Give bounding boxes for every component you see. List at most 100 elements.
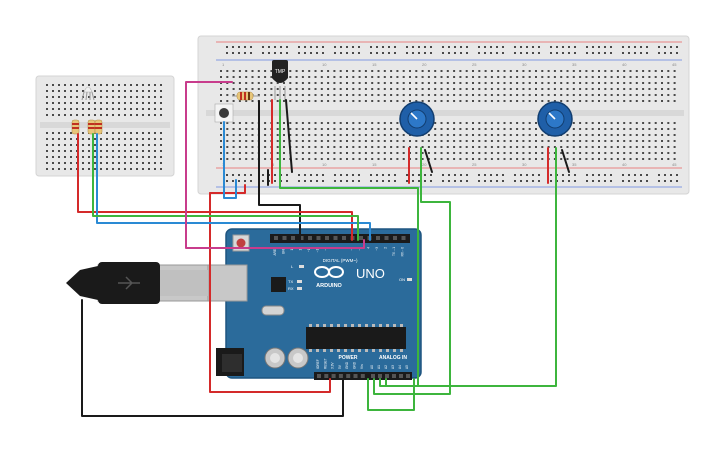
- on-label: ON: [399, 277, 405, 282]
- rail-hole: [286, 46, 288, 48]
- reset-button-icon[interactable]: [232, 234, 250, 252]
- grid-hole: [478, 140, 481, 142]
- grid-hole: [661, 158, 663, 160]
- grid-hole: [572, 140, 575, 142]
- grid-hole: [402, 70, 405, 72]
- small-hole: [136, 90, 138, 92]
- grid-hole: [327, 122, 330, 124]
- grid-hole: [383, 76, 386, 78]
- small-hole: [58, 90, 60, 92]
- grid-hole: [314, 94, 317, 96]
- grid-hole: [283, 82, 285, 84]
- analog-pin-label: A2: [384, 365, 388, 369]
- grid-hole: [220, 94, 222, 96]
- grid-hole: [333, 140, 336, 142]
- usb-plug-icon[interactable]: [66, 262, 209, 304]
- grid-hole: [264, 94, 267, 96]
- small-hole: [142, 168, 144, 170]
- grid-hole: [377, 146, 380, 148]
- grid-hole: [352, 76, 355, 78]
- column-number: 35: [572, 162, 577, 167]
- small-hole: [94, 96, 96, 98]
- grid-hole: [516, 152, 519, 154]
- grid-hole: [314, 76, 317, 78]
- resistor-2[interactable]: [87, 119, 96, 135]
- grid-hole: [257, 88, 260, 90]
- grid-hole: [654, 94, 657, 96]
- grid-hole: [264, 70, 267, 72]
- small-hole: [136, 162, 138, 164]
- grid-hole: [320, 100, 323, 102]
- grid-hole: [396, 146, 399, 148]
- rail-hole: [664, 52, 666, 54]
- grid-hole: [490, 146, 493, 148]
- rail-hole: [232, 52, 234, 54]
- rgb-led[interactable]: [81, 86, 95, 101]
- grid-hole: [516, 146, 519, 148]
- rail-hole: [424, 174, 426, 176]
- chip-leg: [323, 324, 326, 327]
- small-hole: [94, 144, 96, 146]
- grid-hole: [402, 134, 405, 136]
- analog-pin: [392, 374, 396, 378]
- rail-hole: [424, 46, 426, 48]
- grid-hole: [661, 146, 663, 148]
- small-breadboard[interactable]: [35, 75, 175, 177]
- wire-blue-button: [223, 121, 237, 199]
- resistor-1[interactable]: [71, 119, 80, 135]
- grid-hole: [314, 82, 317, 84]
- grid-hole: [314, 140, 317, 142]
- grid-hole: [327, 158, 330, 160]
- grid-hole: [434, 76, 437, 78]
- grid-hole: [472, 70, 474, 72]
- grid-hole: [383, 100, 386, 102]
- grid-hole: [585, 134, 588, 136]
- small-hole: [142, 102, 144, 104]
- grid-hole: [541, 152, 544, 154]
- digital-pin: [308, 236, 312, 240]
- grid-hole: [604, 122, 607, 124]
- small-hole: [88, 168, 90, 170]
- main-breadboard[interactable]: 115510101515202025253030353540404545: [197, 35, 690, 195]
- grid-hole: [459, 152, 462, 154]
- grid-hole: [598, 152, 600, 154]
- grid-hole: [478, 122, 481, 124]
- potentiometer-1[interactable]: [399, 101, 435, 137]
- grid-hole: [220, 152, 222, 154]
- small-hole: [154, 168, 156, 170]
- push-button[interactable]: [214, 103, 234, 123]
- grid-hole: [415, 140, 418, 142]
- grid-hole: [535, 82, 537, 84]
- temperature-sensor[interactable]: TMP: [272, 60, 288, 100]
- grid-hole: [339, 146, 342, 148]
- resistor-main[interactable]: [232, 91, 260, 101]
- grid-hole: [547, 140, 550, 142]
- rail-hole: [358, 174, 360, 176]
- grid-hole: [661, 134, 663, 136]
- small-hole: [124, 138, 126, 140]
- resistor-3[interactable]: [94, 119, 103, 135]
- grid-hole: [509, 82, 512, 84]
- potentiometer-2[interactable]: [537, 101, 573, 137]
- rail-hole: [226, 180, 228, 182]
- grid-hole: [516, 134, 519, 136]
- grid-hole: [327, 100, 330, 102]
- grid-hole: [421, 158, 424, 160]
- grid-hole: [516, 82, 519, 84]
- grid-hole: [446, 152, 449, 154]
- small-hole: [154, 144, 156, 146]
- grid-hole: [497, 122, 500, 124]
- grid-hole: [352, 158, 355, 160]
- power-pin: [338, 374, 343, 378]
- grid-hole: [390, 88, 393, 90]
- rail-hole: [562, 174, 564, 176]
- rail-hole: [334, 46, 336, 48]
- grid-hole: [635, 134, 638, 136]
- grid-hole: [358, 100, 361, 102]
- grid-hole: [314, 70, 317, 72]
- rail-hole: [358, 52, 360, 54]
- grid-hole: [472, 134, 474, 136]
- grid-hole: [346, 88, 348, 90]
- small-hole: [148, 138, 150, 140]
